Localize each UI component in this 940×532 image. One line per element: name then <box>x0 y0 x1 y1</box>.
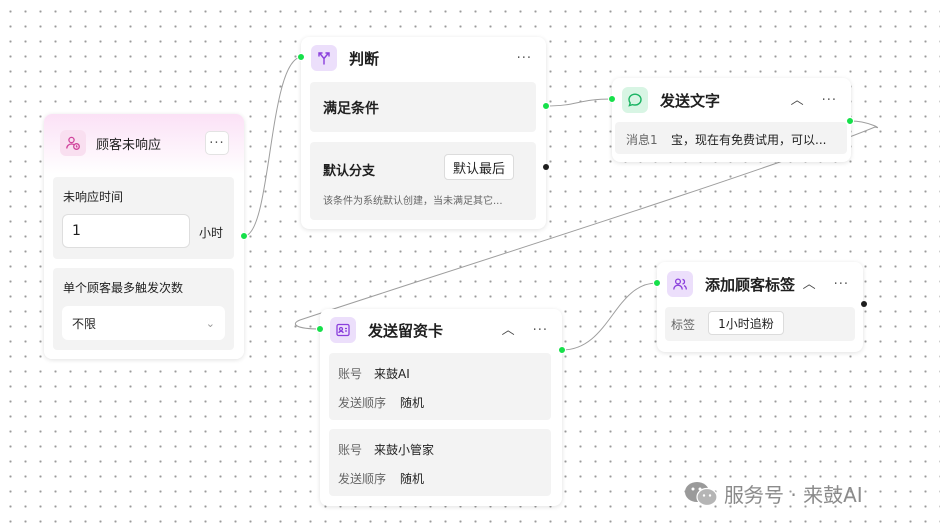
account-label: 账号 <box>338 367 363 381</box>
tag-chip[interactable]: 1小时追粉 <box>708 311 784 335</box>
node-judge[interactable]: 判断 ··· 满足条件 默认分支 默认最后 该条件为系统默认创建，当未满足其它.… <box>301 37 546 229</box>
more-options-button[interactable]: ··· <box>833 276 849 292</box>
collapse-chevron-icon[interactable]: ︿ <box>802 276 816 292</box>
node-header[interactable]: 添加顾客标签 ︿ ··· <box>657 262 863 306</box>
node-title: 添加顾客标签 <box>705 275 796 294</box>
node-title: 发送文字 <box>660 91 721 110</box>
account-entry-1[interactable]: 账号 来鼓AI 发送顺序 随机 <box>329 353 551 420</box>
node-add-customer-tag[interactable]: 添加顾客标签 ︿ ··· 标签 1小时追粉 <box>657 262 863 352</box>
input-port[interactable] <box>608 95 616 103</box>
max-trigger-label: 单个顾客最多触发次数 <box>63 281 184 295</box>
account-label: 账号 <box>338 443 363 457</box>
wechat-icon <box>685 481 718 506</box>
message-text: 宝，现在有免费试用，可以... <box>671 133 827 147</box>
chevron-down-icon: ⌄ <box>205 316 215 330</box>
node-header[interactable]: 顾客未响应 ··· <box>44 114 244 172</box>
node-send-text[interactable]: 发送文字 ︿ ··· 消息1 宝，现在有免费试用，可以... <box>612 78 851 162</box>
default-branch-description: 该条件为系统默认创建，当未满足其它... <box>323 196 503 207</box>
max-trigger-select[interactable]: 不限 ⌄ <box>62 306 225 340</box>
node-header[interactable]: 判断 ··· <box>301 37 546 79</box>
tag-panel[interactable]: 标签 1小时追粉 <box>665 307 855 341</box>
message-label: 消息1 <box>626 133 658 147</box>
collapse-chevron-icon[interactable]: ︿ <box>790 92 804 108</box>
more-options-button[interactable]: ··· <box>821 92 837 108</box>
users-icon <box>667 271 693 297</box>
condition-label: 满足条件 <box>323 101 379 117</box>
node-customer-no-response[interactable]: 顾客未响应 ··· 未响应时间 1 小时 单个顾客最多触发次数 不限 ⌄ <box>44 114 244 359</box>
input-port[interactable] <box>653 279 661 287</box>
watermark: 服务号 · 来鼓AI <box>684 479 863 508</box>
response-time-label: 未响应时间 <box>63 190 124 204</box>
default-branch-panel[interactable]: 默认分支 默认最后 该条件为系统默认创建，当未满足其它... <box>310 142 536 220</box>
send-order-label: 发送顺序 <box>338 472 387 486</box>
wire-judge-to-sendtext <box>545 98 613 107</box>
condition-output-port[interactable] <box>542 102 550 110</box>
node-title: 判断 <box>349 49 380 68</box>
node-title: 发送留资卡 <box>368 321 444 340</box>
max-trigger-panel: 单个顾客最多触发次数 不限 ⌄ <box>53 268 234 350</box>
send-order-value: 随机 <box>400 396 425 410</box>
user-clock-icon <box>60 130 86 156</box>
node-title: 顾客未响应 <box>96 137 162 153</box>
wire-sendcard-to-addtag <box>561 282 658 351</box>
output-port[interactable] <box>558 346 566 354</box>
condition-panel[interactable]: 满足条件 <box>310 82 536 132</box>
send-order-label: 发送顺序 <box>338 396 387 410</box>
response-time-panel: 未响应时间 1 小时 <box>53 177 234 259</box>
branch-icon <box>311 45 337 71</box>
more-options-button[interactable]: ··· <box>516 50 532 66</box>
message-panel[interactable]: 消息1 宝，现在有免费试用，可以... <box>615 122 847 154</box>
output-port[interactable] <box>861 301 867 307</box>
node-header[interactable]: 发送留资卡 ︿ ··· <box>320 309 562 351</box>
tag-label: 标签 <box>671 318 696 332</box>
time-unit-label: 小时 <box>199 226 224 240</box>
node-header[interactable]: 发送文字 ︿ ··· <box>612 78 851 122</box>
more-options-button[interactable]: ··· <box>532 322 548 338</box>
default-last-button[interactable]: 默认最后 <box>444 154 514 180</box>
output-port[interactable] <box>846 117 854 125</box>
send-order-value: 随机 <box>400 472 425 486</box>
wire-noreply-to-judge <box>243 56 303 237</box>
response-time-input[interactable]: 1 <box>62 214 190 248</box>
input-port[interactable] <box>297 53 305 61</box>
node-send-lead-card[interactable]: 发送留资卡 ︿ ··· 账号 来鼓AI 发送顺序 随机 账号 来鼓小管家 发送顺… <box>320 309 562 506</box>
collapse-chevron-icon[interactable]: ︿ <box>501 322 515 338</box>
contact-card-icon <box>330 317 356 343</box>
chat-bubble-icon <box>622 87 648 113</box>
more-options-button[interactable]: ··· <box>206 132 228 154</box>
watermark-text: 服务号 · 来鼓AI <box>724 483 863 507</box>
input-port[interactable] <box>316 325 324 333</box>
account-value: 来鼓AI <box>374 367 410 381</box>
account-entry-2[interactable]: 账号 来鼓小管家 发送顺序 随机 <box>329 429 551 496</box>
account-value: 来鼓小管家 <box>374 443 435 457</box>
default-branch-label: 默认分支 <box>323 164 376 179</box>
default-output-port[interactable] <box>543 164 549 170</box>
output-port[interactable] <box>240 232 248 240</box>
